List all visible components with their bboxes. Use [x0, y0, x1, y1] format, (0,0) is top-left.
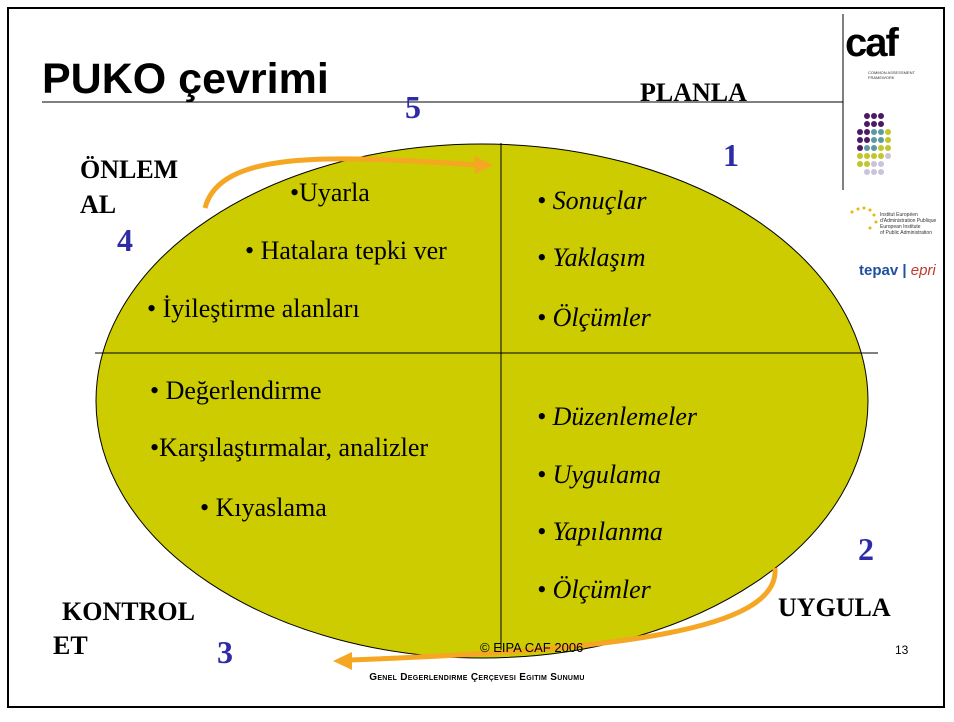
act-item: • Hatalara tepki ver	[245, 236, 447, 265]
act-item: •Uyarla	[290, 178, 370, 207]
do-label: UYGULA	[778, 593, 891, 622]
star-dot	[850, 210, 854, 214]
logo-dot	[885, 129, 891, 135]
check-item: • Değerlendirme	[150, 376, 322, 405]
dot-grid-logo	[857, 113, 891, 175]
logo-dot	[871, 145, 877, 151]
star-dot	[868, 208, 872, 212]
slide-title: PUKO çevrimi	[42, 55, 329, 103]
logo-dot	[857, 153, 863, 159]
plan-item: • Yaklaşım	[537, 243, 646, 272]
logo-dot	[878, 129, 884, 135]
logo-dot	[878, 169, 884, 175]
logo-dot	[871, 153, 877, 159]
institute-line: of Public Administration	[880, 230, 932, 236]
institute-line: European Institute	[880, 224, 921, 230]
slide-border	[7, 7, 945, 708]
plan-label: PLANLA	[640, 78, 747, 107]
logo-dot	[857, 161, 863, 167]
logo-dot	[885, 145, 891, 151]
logo-dot	[878, 121, 884, 127]
arrow-bottom	[349, 567, 778, 663]
footer-copyright: © EIPA CAF 2006	[480, 640, 584, 655]
star-dot	[868, 226, 872, 230]
logo-dot	[871, 113, 877, 119]
cycle-number: 5	[405, 89, 421, 125]
check-item: •Karşılaştırmalar, analizler	[150, 433, 429, 462]
eu-stars-icon	[850, 206, 878, 230]
do-number: 2	[858, 531, 874, 567]
act-label-line2: AL	[80, 190, 117, 219]
logo-dot	[864, 145, 870, 151]
caf-logo: caf	[845, 21, 899, 65]
institute-line: d'Administration Publique	[880, 218, 937, 224]
logo-dot	[857, 137, 863, 143]
do-item: • Ölçümler	[537, 575, 651, 604]
star-dot	[862, 206, 866, 210]
logo-dot	[878, 113, 884, 119]
act-number: 4	[117, 222, 133, 258]
logo-dot	[871, 161, 877, 167]
institute-logo-text: Institut Européen d'Administration Publi…	[880, 212, 952, 236]
logo-dot	[878, 137, 884, 143]
logo-dot	[878, 145, 884, 151]
arrow-top	[202, 156, 479, 209]
logo-dot	[871, 121, 877, 127]
do-item: • Düzenlemeler	[537, 402, 697, 431]
logo-dot	[885, 153, 891, 159]
logo-dot	[864, 121, 870, 127]
logo-dot	[871, 129, 877, 135]
logo-dot	[857, 129, 863, 135]
check-label-line1: KONTROL	[62, 597, 195, 626]
logo-dot	[864, 153, 870, 159]
do-item: • Yapılanma	[537, 517, 663, 546]
act-label-line1: ÖNLEM	[80, 155, 179, 184]
logo-dot	[864, 129, 870, 135]
arrow-top-head	[474, 156, 493, 174]
do-item: • Uygulama	[537, 460, 661, 489]
logo-dot	[885, 137, 891, 143]
act-item: • İyileştirme alanları	[147, 294, 360, 323]
institute-line: Institut Européen	[880, 212, 918, 218]
logo-dot	[864, 137, 870, 143]
logo-dot	[864, 161, 870, 167]
logo-dot	[857, 145, 863, 151]
star-dot	[872, 213, 876, 217]
logo-dot	[871, 169, 877, 175]
cycle-ellipse	[95, 143, 869, 659]
page-number: 13	[895, 643, 909, 657]
arrow-bottom-head	[333, 652, 352, 670]
check-label-line2: ET	[53, 631, 88, 660]
epri-text: epri	[910, 262, 936, 279]
star-dot	[856, 207, 860, 211]
logo-dot	[864, 113, 870, 119]
plan-item: • Sonuçlar	[537, 186, 647, 215]
star-dot	[874, 220, 878, 224]
footer-title: Genel Degerlendirme Çerçevesi Egitim Sun…	[369, 672, 585, 683]
logo-dot	[864, 169, 870, 175]
logo-dot	[878, 153, 884, 159]
check-number: 3	[217, 634, 233, 670]
tepav-text: tepav	[859, 262, 899, 279]
tepav-epri-logo: tepav | epri	[859, 262, 936, 279]
plan-number: 1	[723, 137, 739, 173]
caf-logo-subtitle: COMMON ASSESSMENT FRAMEWORK	[868, 70, 915, 80]
logo-dot	[878, 161, 884, 167]
check-item: • Kıyaslama	[200, 493, 327, 522]
logo-dot	[871, 137, 877, 143]
plan-item: • Ölçümler	[537, 303, 651, 332]
